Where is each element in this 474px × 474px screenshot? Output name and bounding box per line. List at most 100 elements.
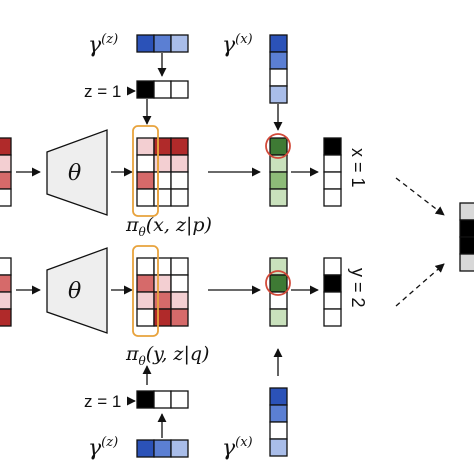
final-cell-3 <box>459 236 474 255</box>
mbot-r2c2 <box>153 274 172 293</box>
mbot-r2c3 <box>170 274 189 293</box>
gtop-cell-3 <box>269 171 288 190</box>
gamma-x-bottom-cell-2 <box>269 404 288 423</box>
x-cell-1 <box>323 137 342 156</box>
x-eq-label: x = 1 <box>348 148 368 188</box>
y-cell-3 <box>323 291 342 310</box>
theta-top-label: θ <box>68 161 81 186</box>
gamma-x-top-cell-1 <box>269 34 288 53</box>
z-onehot-top <box>136 80 189 99</box>
input-bottom-cell-2 <box>0 274 12 293</box>
z-bottom-cell-1 <box>136 390 155 409</box>
final-vector <box>459 202 474 272</box>
gamma-z-bottom-label: γ(z) <box>88 435 118 461</box>
gamma-z-bottom-cell-2 <box>153 439 172 458</box>
input-top-cell-4 <box>0 188 12 207</box>
mtop-r4c2 <box>153 188 172 207</box>
gbot-cell-2 <box>269 274 288 293</box>
gtop-cell-4 <box>269 188 288 207</box>
z-top-cell-3 <box>170 80 189 99</box>
selection-circle-top <box>265 133 291 159</box>
mbot-r4c3 <box>170 308 189 327</box>
input-vector-bottom <box>0 257 12 327</box>
gamma-z-bottom-vector <box>136 439 189 458</box>
mbot-r3c1 <box>136 291 155 310</box>
gamma-x-top-cell-3 <box>269 68 288 87</box>
matrix-bottom <box>136 257 189 327</box>
x-cell-3 <box>323 171 342 190</box>
gamma-x-top-cell-2 <box>269 51 288 70</box>
pi-bottom-label: πθ(y, z|q) <box>125 343 209 368</box>
gamma-z-bottom-cell-3 <box>170 439 189 458</box>
mtop-r3c2 <box>153 171 172 190</box>
matrix-top <box>136 137 189 207</box>
gamma-x-bottom-cell-4 <box>269 438 288 457</box>
gamma-x-bottom-cell-1 <box>269 387 288 406</box>
dashed-arrow-bottom <box>395 263 445 307</box>
gamma-z-top-cell-1 <box>136 34 155 53</box>
x-cell-4 <box>323 188 342 207</box>
y-cell-2 <box>323 274 342 293</box>
column-select-top <box>132 125 159 217</box>
mtop-r4c1 <box>136 188 155 207</box>
model-theta-top <box>46 129 108 216</box>
gamma-z-top-cell-3 <box>170 34 189 53</box>
model-theta-bottom <box>46 247 108 334</box>
z-top-cell-2 <box>153 80 172 99</box>
input-bottom-cell-1 <box>0 257 12 276</box>
z-onehot-bottom <box>136 390 189 409</box>
mtop-r2c3 <box>170 154 189 173</box>
gamma-z-top-label: γ(z) <box>88 32 118 58</box>
gamma-x-top-vector <box>269 34 288 104</box>
gbot-cell-4 <box>269 308 288 327</box>
x-cell-2 <box>323 154 342 173</box>
mbot-r1c1 <box>136 257 155 276</box>
input-bottom-cell-4 <box>0 308 12 327</box>
input-top-cell-2 <box>0 154 12 173</box>
gamma-z-top-cell-2 <box>153 34 172 53</box>
z-eq-top-label: z = 1 <box>84 82 121 101</box>
column-select-bottom <box>132 245 159 337</box>
y-eq-label: y = 2 <box>348 268 368 308</box>
gamma-x-top-cell-4 <box>269 85 288 104</box>
z-top-cell-1 <box>136 80 155 99</box>
final-cell-1 <box>459 202 474 221</box>
x-onehot-vector <box>323 137 342 207</box>
mtop-r3c1 <box>136 171 155 190</box>
mtop-r3c3 <box>170 171 189 190</box>
mtop-r2c2 <box>153 154 172 173</box>
mtop-r2c1 <box>136 154 155 173</box>
dashed-arrow-top <box>395 177 445 216</box>
mbot-r1c2 <box>153 257 172 276</box>
gamma-x-bottom-cell-3 <box>269 421 288 440</box>
pi-top-label: πθ(x, z|p) <box>125 214 212 239</box>
y-cell-1 <box>323 257 342 276</box>
final-cell-4 <box>459 253 474 272</box>
input-top-cell-3 <box>0 171 12 190</box>
gamma-x-bottom-vector <box>269 387 288 457</box>
green-vector-top <box>269 137 288 207</box>
mbot-r4c1 <box>136 308 155 327</box>
y-onehot-vector <box>323 257 342 327</box>
gamma-z-bottom-cell-1 <box>136 439 155 458</box>
input-vector-top <box>0 137 12 207</box>
mtop-r1c1 <box>136 137 155 156</box>
z-bottom-cell-3 <box>170 390 189 409</box>
mbot-r3c3 <box>170 291 189 310</box>
z-bottom-cell-2 <box>153 390 172 409</box>
mbot-r3c2 <box>153 291 172 310</box>
gamma-x-bottom-label: γ(x) <box>222 435 253 461</box>
mbot-r2c1 <box>136 274 155 293</box>
y-cell-4 <box>323 308 342 327</box>
mbot-r4c2 <box>153 308 172 327</box>
input-top-cell-1 <box>0 137 12 156</box>
final-cell-2 <box>459 219 474 238</box>
z-eq-bottom-label: z = 1 <box>84 392 121 411</box>
theta-bottom-label: θ <box>68 279 81 304</box>
selection-circle-bottom <box>265 270 291 296</box>
gtop-cell-1 <box>269 137 288 156</box>
gamma-z-top-vector <box>136 34 189 53</box>
input-bottom-cell-3 <box>0 291 12 310</box>
mtop-r4c3 <box>170 188 189 207</box>
